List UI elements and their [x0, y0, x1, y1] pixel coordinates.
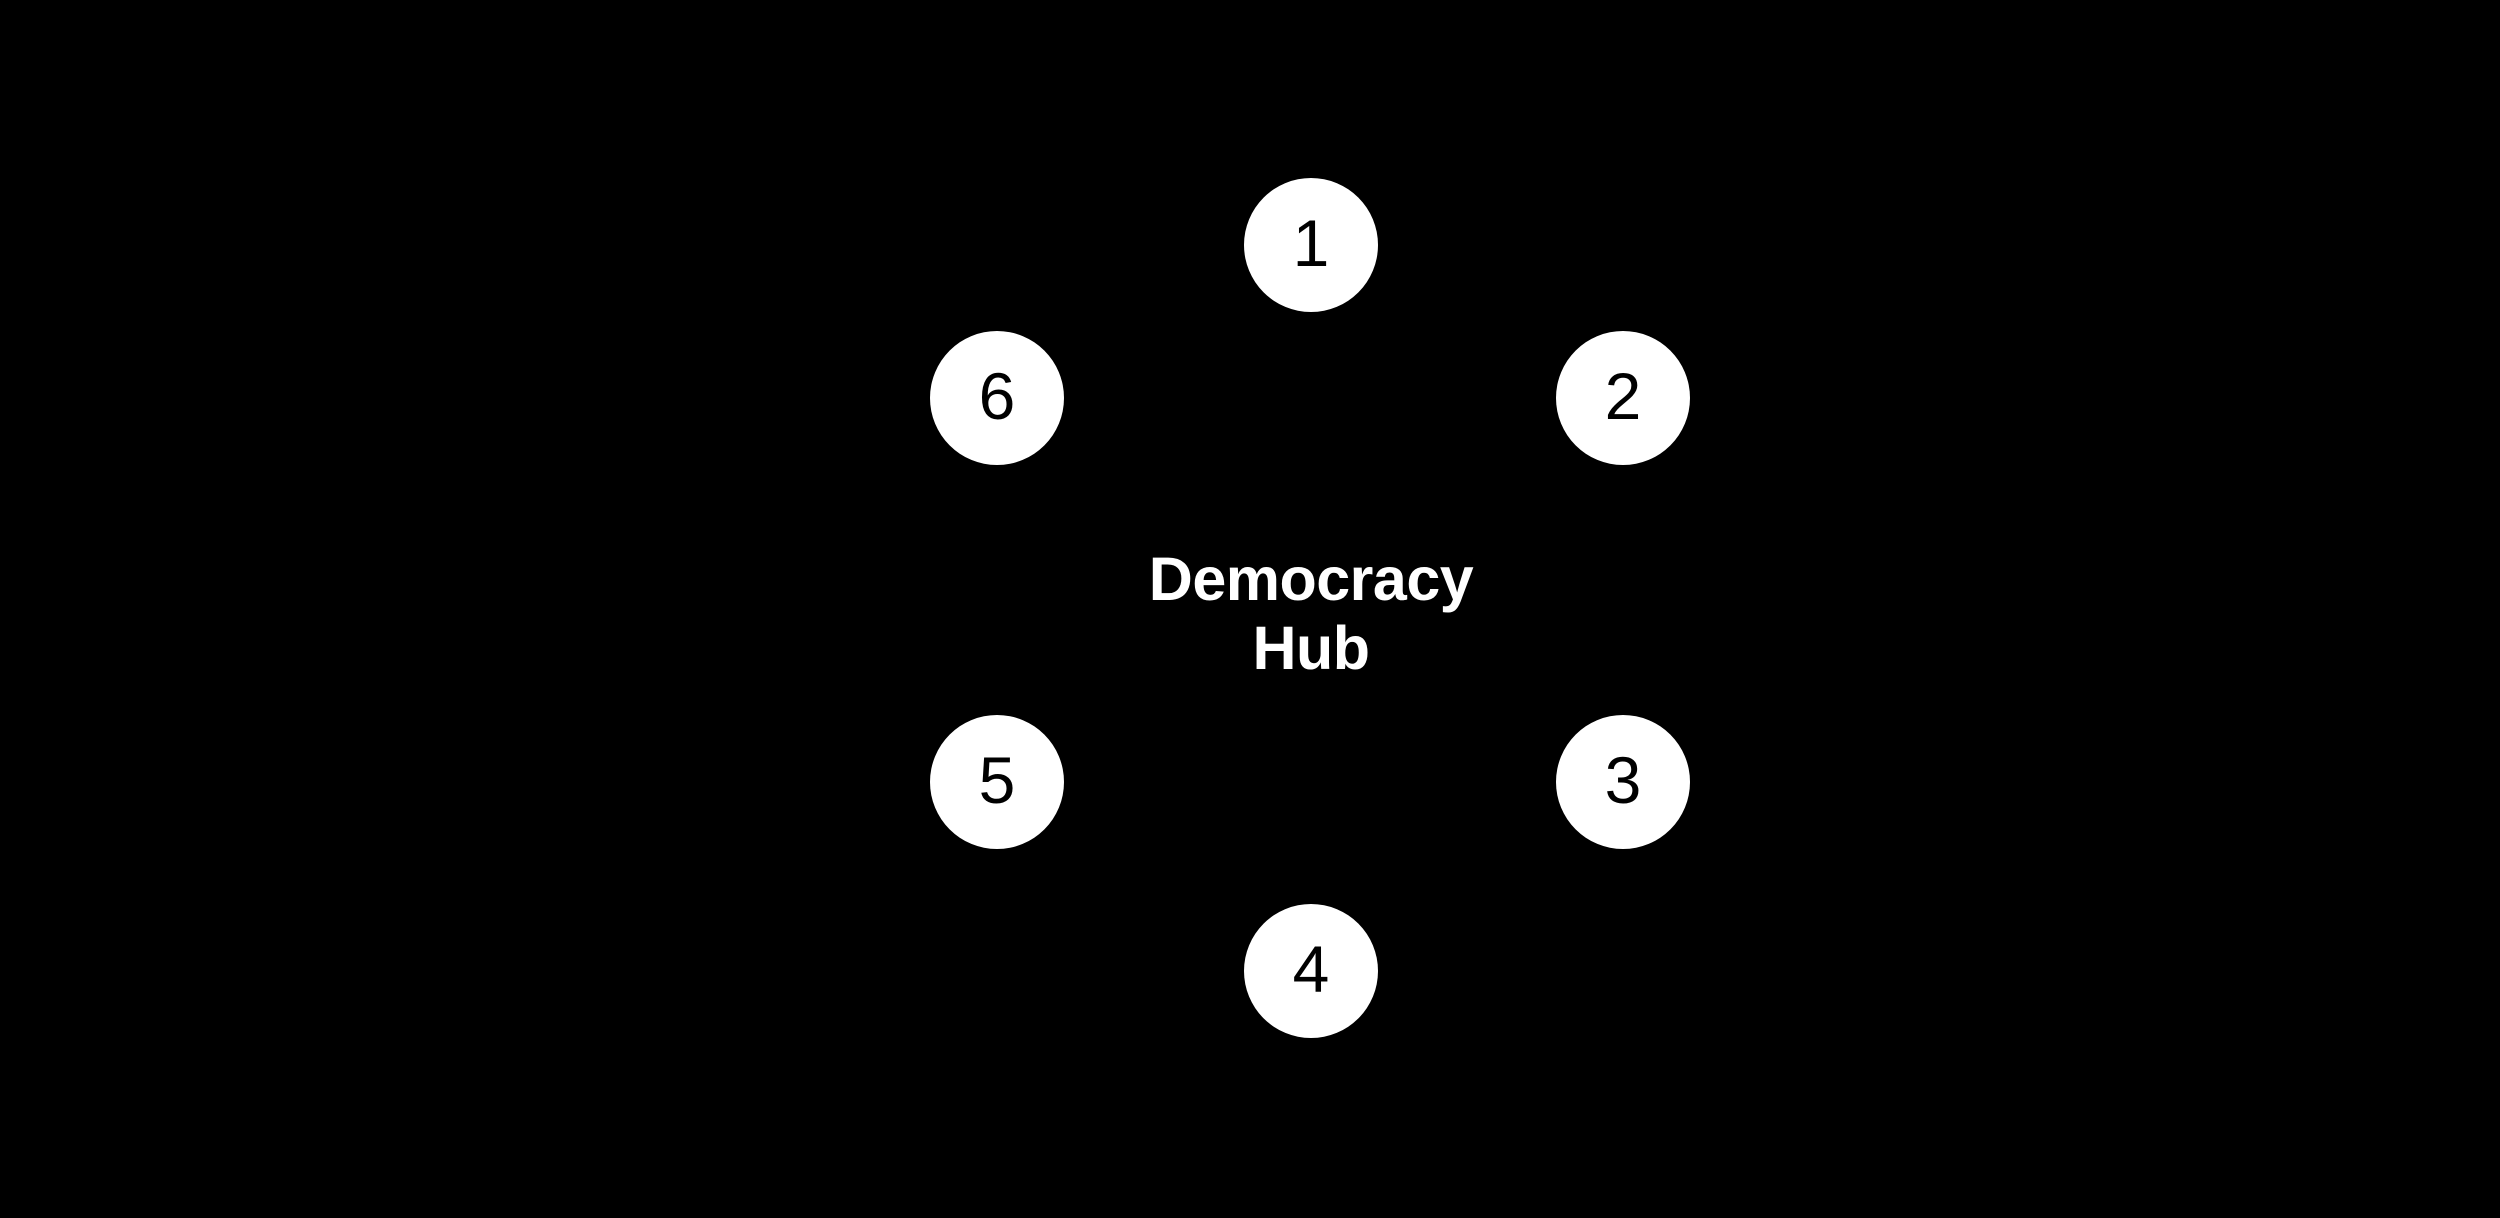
node-2-label: 2	[1604, 359, 1642, 433]
diagram-node-6[interactable]: 6	[930, 331, 1064, 465]
node-1-label: 1	[1292, 206, 1330, 280]
diagram-node-1[interactable]: 1	[1244, 178, 1378, 312]
node-4-label: 4	[1292, 932, 1330, 1006]
diagram-node-5[interactable]: 5	[930, 715, 1064, 849]
node-6-label: 6	[978, 359, 1016, 433]
diagram-node-4[interactable]: 4	[1244, 904, 1378, 1038]
diagram-node-3[interactable]: 3	[1556, 715, 1690, 849]
node-5-label: 5	[978, 743, 1016, 817]
diagram-node-2[interactable]: 2	[1556, 331, 1690, 465]
hub-center-label: Democracy Hub	[1148, 545, 1474, 682]
node-3-label: 3	[1604, 743, 1642, 817]
